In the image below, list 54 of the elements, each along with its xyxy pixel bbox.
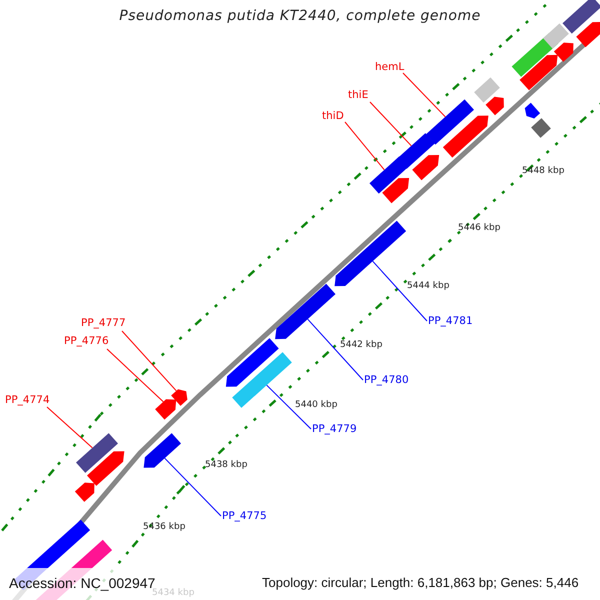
gene-label: PP_4774 (5, 394, 50, 406)
gene-block (562, 0, 600, 34)
summary-text: Topology: circular; Length: 6,181,863 bp; Genes: 5,446 (262, 576, 579, 591)
gene-block (412, 155, 440, 180)
gene-block (226, 338, 279, 387)
gene-block (232, 352, 292, 408)
gene-block (76, 433, 118, 473)
gene-block (397, 133, 435, 169)
gene-block (426, 99, 474, 145)
position-label: 5440 kbp (295, 400, 338, 410)
position-label: 5448 kbp (522, 166, 564, 176)
gene-block (382, 178, 410, 204)
gene-label: PP_4780 (364, 374, 409, 386)
leader-line (106, 348, 164, 402)
accession-text: Accession: NC_002947 (9, 575, 156, 591)
gene-block (520, 54, 558, 90)
position-label: 5446 kbp (458, 223, 500, 234)
position-label: 5442 kbp (340, 340, 382, 350)
gene-label: PP_4779 (312, 423, 357, 436)
gene-block (87, 451, 124, 486)
gene-label: PP_4781 (428, 315, 473, 328)
gene-block (155, 399, 176, 420)
gene-block (543, 23, 569, 49)
gene-block (576, 22, 600, 48)
gene-block (144, 433, 181, 468)
leader-line (122, 330, 177, 392)
leader-line (370, 102, 412, 146)
gene-block (74, 482, 94, 502)
gene-block (275, 284, 336, 340)
gene-block (524, 102, 540, 118)
leader-line (372, 260, 428, 322)
gene-block (474, 77, 500, 103)
gene-block (370, 156, 408, 194)
gene-block (554, 42, 574, 62)
leader-line (266, 384, 312, 430)
gene-label: hemL (375, 61, 404, 74)
gene-label: thiD (322, 110, 344, 122)
leader-line (164, 458, 222, 516)
position-label: 5444 kbp (407, 281, 450, 292)
gene-block (334, 220, 406, 286)
position-label: 5436 kbp (143, 522, 186, 532)
leader-line (344, 122, 385, 170)
gene-block (486, 96, 504, 116)
gene-label: PP_4777 (81, 317, 126, 330)
title: Pseudomonas putida KT2440, complete genome (118, 8, 482, 24)
gene-block (171, 389, 188, 406)
leader-line (402, 72, 446, 118)
gene-block (531, 118, 551, 138)
leader-line (307, 318, 364, 380)
position-label: 5438 kbp (205, 460, 248, 470)
gene-label: thiE (348, 89, 368, 102)
gene-block (442, 116, 488, 158)
gene-label: PP_4776 (64, 335, 109, 348)
gene-label: PP_4775 (222, 510, 267, 522)
